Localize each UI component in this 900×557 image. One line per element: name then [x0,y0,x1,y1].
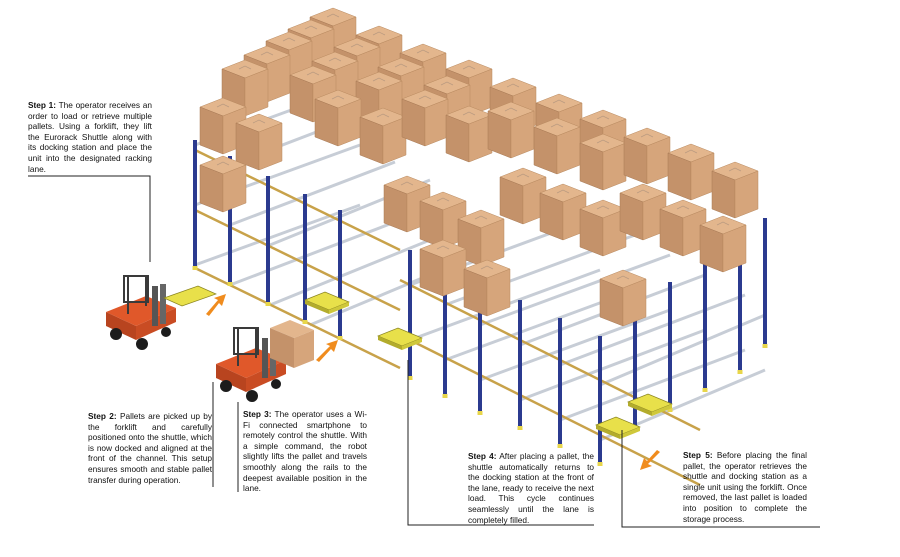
step-5-text: Step 5: Before placing the final pallet,… [683,450,807,524]
rack-right [304,101,768,487]
rack-left [192,7,627,370]
step-2-text: Step 2: Pallets are picked up by the for… [88,411,212,485]
shuttle-icon [377,327,423,351]
forklift-icon [105,275,217,351]
step-4-text: Step 4: After placing a pallet, the shut… [468,451,594,525]
step-3-text: Step 3: The operator uses a Wi-Fi connec… [243,409,367,494]
forklift-icon [215,320,314,403]
arrow-icon [206,294,660,470]
leader-lines [28,175,820,528]
step-1-text: Step 1: The operator receives an order t… [28,100,152,174]
